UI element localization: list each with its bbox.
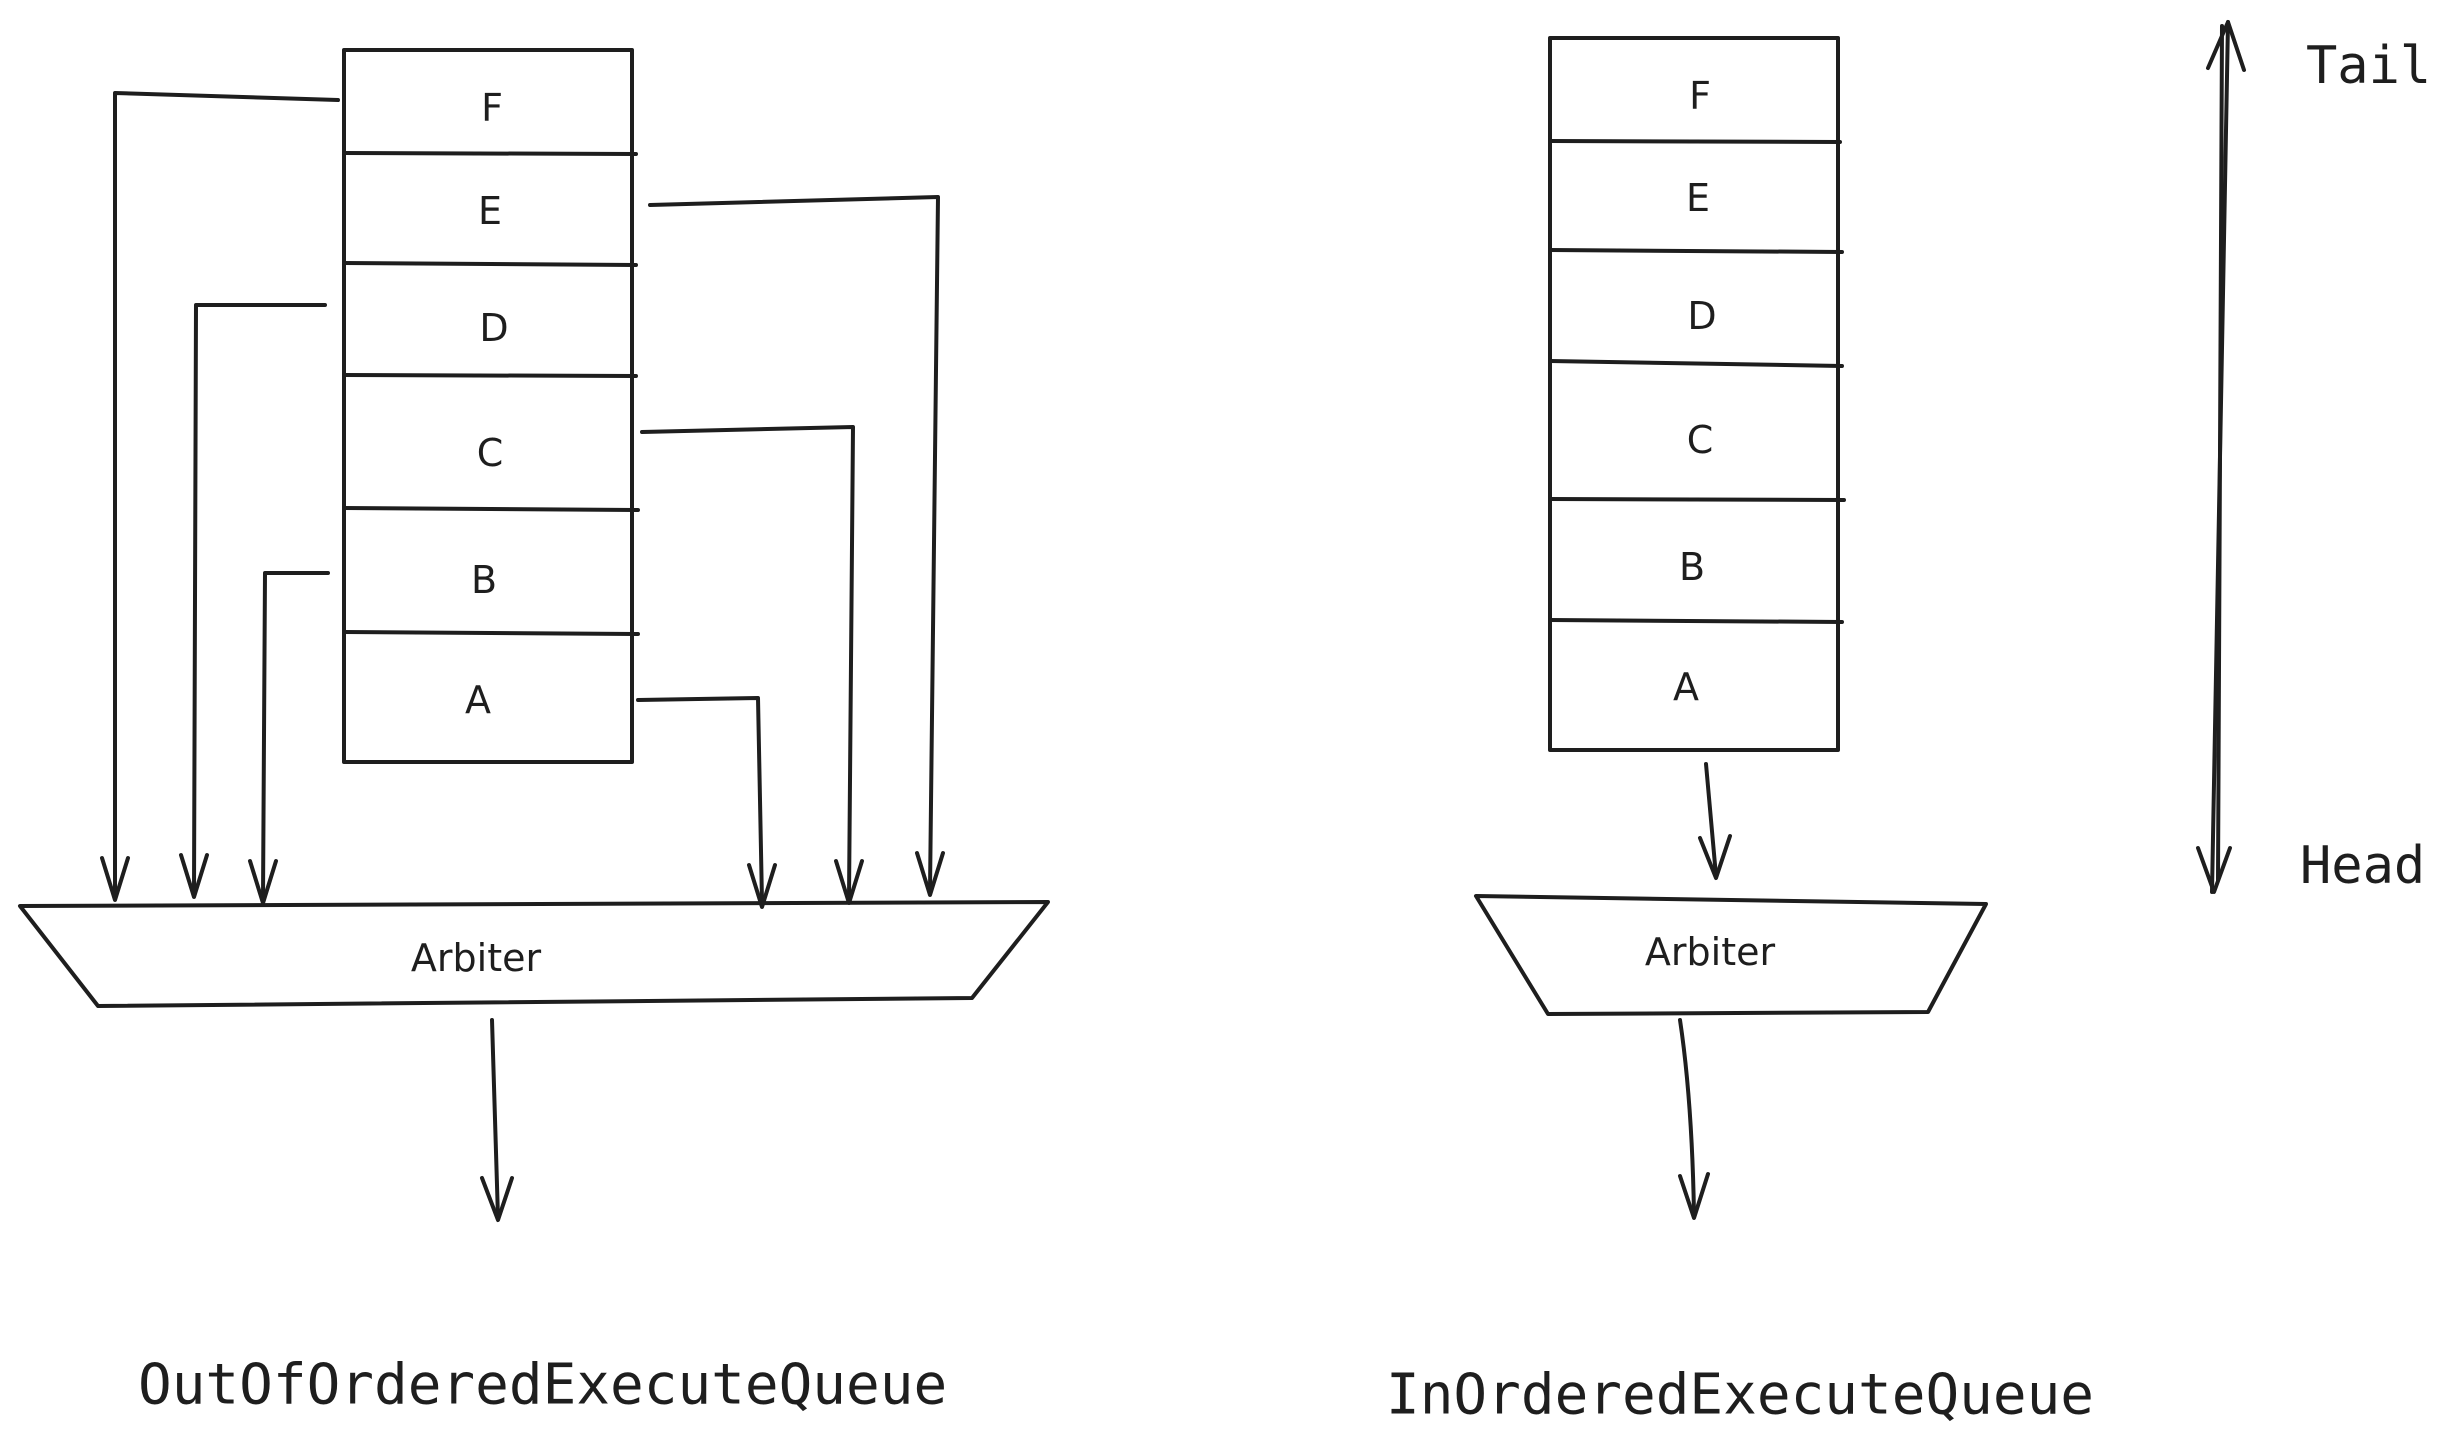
right-arbiter: Arbiter [1474,894,1988,1016]
left-queue-item-c: C [477,431,504,475]
right-queue-item-c: C [1687,418,1714,462]
down-arrowhead-icon [2196,846,2232,894]
head-label: Head [2300,836,2425,896]
right-arbiter-shape [1474,894,1988,1016]
arrowhead-icon [1678,1172,1710,1220]
left-arbiter-shape [18,900,1050,1008]
left-queue-divider [342,630,640,636]
left-arbiter-label: Arbiter [411,936,542,980]
left-queue-item-d: D [479,306,508,350]
left-queue-divider [342,151,638,156]
left-queue-item-b: B [471,558,497,602]
arrowhead-icon [915,851,945,897]
arrowhead-icon [248,859,278,905]
arrowhead-icon [1698,834,1732,880]
connector-d [192,303,327,894]
right-queue-divider [1548,618,1844,624]
left-queue-border [342,48,634,764]
left-queue-item-e: E [478,189,502,233]
left-arbiter: Arbiter [18,900,1050,1008]
left-connectors [100,91,945,909]
right-queue-border [1548,36,1840,752]
right-queue: F E D C B A [1548,36,1846,752]
connector-a [636,696,764,904]
right-queue-divider [1548,359,1844,368]
out-of-order-diagram: F E D C B A Arbiter [18,48,1050,1418]
right-diagram-title: InOrderedExecuteQueue [1386,1363,2094,1428]
direction-line [2216,24,2224,882]
up-arrowhead-icon [2206,20,2246,72]
tail-label: Tail [2306,36,2431,96]
arrowhead-icon [747,863,777,909]
connector-b [261,571,330,900]
right-queue-item-d: D [1687,294,1716,338]
in-order-diagram: F E D C B A Arbiter InOrderedExecuteQueu… [1386,36,2094,1428]
right-queue-item-a: A [1673,665,1699,709]
left-queue-divider [342,373,638,378]
left-queue-divider [342,261,638,267]
right-queue-item-b: B [1679,545,1705,589]
right-queue-item-e: E [1686,176,1710,220]
right-arbiter-label: Arbiter [1645,930,1776,974]
right-queue-item-f: F [1689,74,1711,118]
direction-indicator: Tail Head [2196,20,2431,896]
right-queue-to-arbiter-arrow [1704,762,1718,878]
connector-c [640,425,855,900]
left-queue: F E D C B A [342,48,640,764]
connector-f [113,91,340,897]
right-queue-divider [1548,248,1844,254]
left-output-arrow [490,1018,500,1220]
left-queue-divider [342,506,640,512]
left-queue-item-a: A [465,678,491,722]
arrowhead-icon [100,856,130,902]
right-queue-divider [1548,497,1846,502]
connector-e [648,195,940,892]
left-diagram-title: OutOfOrderedExecuteQueue [138,1353,947,1418]
right-output-arrow [1678,1018,1696,1216]
right-queue-divider [1548,139,1842,144]
arrowhead-icon [179,853,209,899]
left-queue-item-f: F [481,86,503,130]
arrowhead-icon [480,1176,514,1222]
